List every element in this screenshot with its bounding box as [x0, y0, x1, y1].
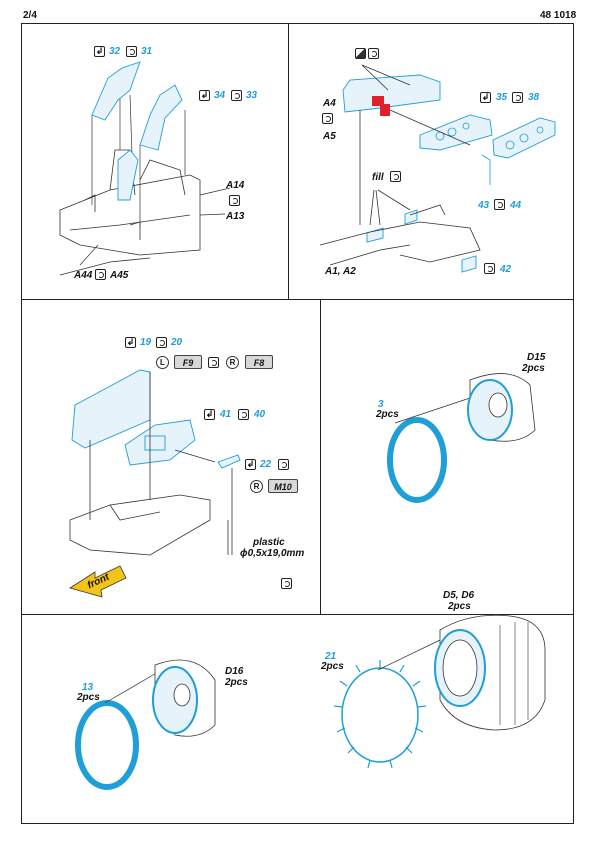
glue-icon: [278, 459, 289, 470]
part-13-quantity: 2pcs: [77, 692, 100, 703]
paint-icon: [355, 48, 366, 59]
bend-icon: ↲: [204, 409, 215, 420]
kit-part-d15: D15: [527, 352, 546, 363]
kit-part-a14: A14: [226, 180, 245, 191]
glue-icon: [281, 578, 292, 589]
rod-size-label: ϕ0,5x19,0mm: [240, 548, 305, 559]
glue-icon: [156, 337, 167, 348]
part-number-33: 33: [246, 90, 258, 101]
kit-part-d5-d6: D5, D6: [443, 590, 475, 601]
glue-icon: [322, 113, 333, 124]
kit-code: 48 1018: [540, 10, 577, 21]
part-number-31: 31: [141, 46, 153, 57]
ring-21-drawing: [333, 614, 546, 769]
decal-ref-m10: M10: [268, 479, 298, 493]
kit-part-a5: A5: [323, 131, 336, 142]
glue-icon: [95, 269, 106, 280]
right-side-icon: R: [226, 356, 239, 369]
glue-icon: [238, 409, 249, 420]
instrument-dials-blue: [435, 122, 544, 185]
glue-icon: [494, 199, 505, 210]
kit-part-d16: D16: [225, 666, 244, 677]
panel-instrument: [288, 23, 574, 300]
glue-icon: [484, 263, 495, 274]
glue-icon: [229, 195, 240, 206]
kit-part-a45: A45: [110, 270, 129, 281]
part-number-20: 20: [171, 337, 183, 348]
glue-icon: [390, 171, 401, 182]
part-number-19: 19: [140, 337, 152, 348]
instrument-leader-lines: [319, 64, 481, 266]
part-number-21: 21: [325, 651, 337, 662]
seat-etch-blue: [71, 369, 241, 469]
kit-part-a4: A4: [323, 98, 336, 109]
part-number-35: 35: [496, 92, 508, 103]
cockpit-sidewall-drawing: [59, 149, 231, 276]
front-arrow: [69, 565, 127, 598]
left-side-icon: L: [156, 356, 169, 369]
bend-icon: ↲: [199, 90, 210, 101]
part-number-44: 44: [510, 200, 522, 211]
bend-icon: ↲: [94, 46, 105, 57]
part-number-32: 32: [109, 46, 121, 57]
decal-ref-f9: F9: [174, 355, 202, 369]
glue-icon: [512, 92, 523, 103]
part-number-43: 43: [478, 200, 490, 211]
d16-quantity: 2pcs: [225, 677, 248, 688]
right-side-icon: R: [250, 480, 263, 493]
etch-part-31-32-blue: [91, 61, 183, 201]
part-number-42: 42: [500, 264, 512, 275]
kit-part-a13: A13: [226, 211, 245, 222]
kit-part-a1-a2: A1, A2: [325, 266, 356, 277]
part-number-41: 41: [220, 409, 232, 420]
plastic-label: plastic: [253, 537, 285, 548]
bend-icon: ↲: [125, 337, 136, 348]
d5-d6-quantity: 2pcs: [448, 601, 471, 612]
glue-icon: [368, 48, 379, 59]
part-number-40: 40: [254, 409, 266, 420]
cockpit-leader-lines: [79, 90, 186, 266]
bend-icon: ↲: [480, 92, 491, 103]
d15-quantity: 2pcs: [522, 363, 545, 374]
part-number-22: 22: [260, 459, 272, 470]
instrument-panel-etch-blue: [342, 74, 556, 273]
part-number-38: 38: [528, 92, 540, 103]
ring-3-drawing: [387, 373, 536, 503]
part-number-13: 13: [82, 682, 94, 693]
red-accent-parts: [372, 96, 390, 116]
part-number-34: 34: [214, 90, 226, 101]
part-3-quantity: 2pcs: [376, 409, 399, 420]
glue-icon: [208, 357, 219, 368]
seat-base-lines: [69, 372, 233, 556]
fill-label: fill: [372, 172, 384, 183]
decal-ref-f8: F8: [245, 355, 273, 369]
glue-icon: [231, 90, 242, 101]
kit-part-a44: A44: [74, 270, 93, 281]
ring-13-drawing: [75, 659, 216, 790]
page-number: 2/4: [23, 10, 37, 21]
bend-icon: ↲: [245, 459, 256, 470]
part-number-3: 3: [378, 399, 384, 410]
glue-icon: [126, 46, 137, 57]
part-21-quantity: 2pcs: [321, 661, 344, 672]
